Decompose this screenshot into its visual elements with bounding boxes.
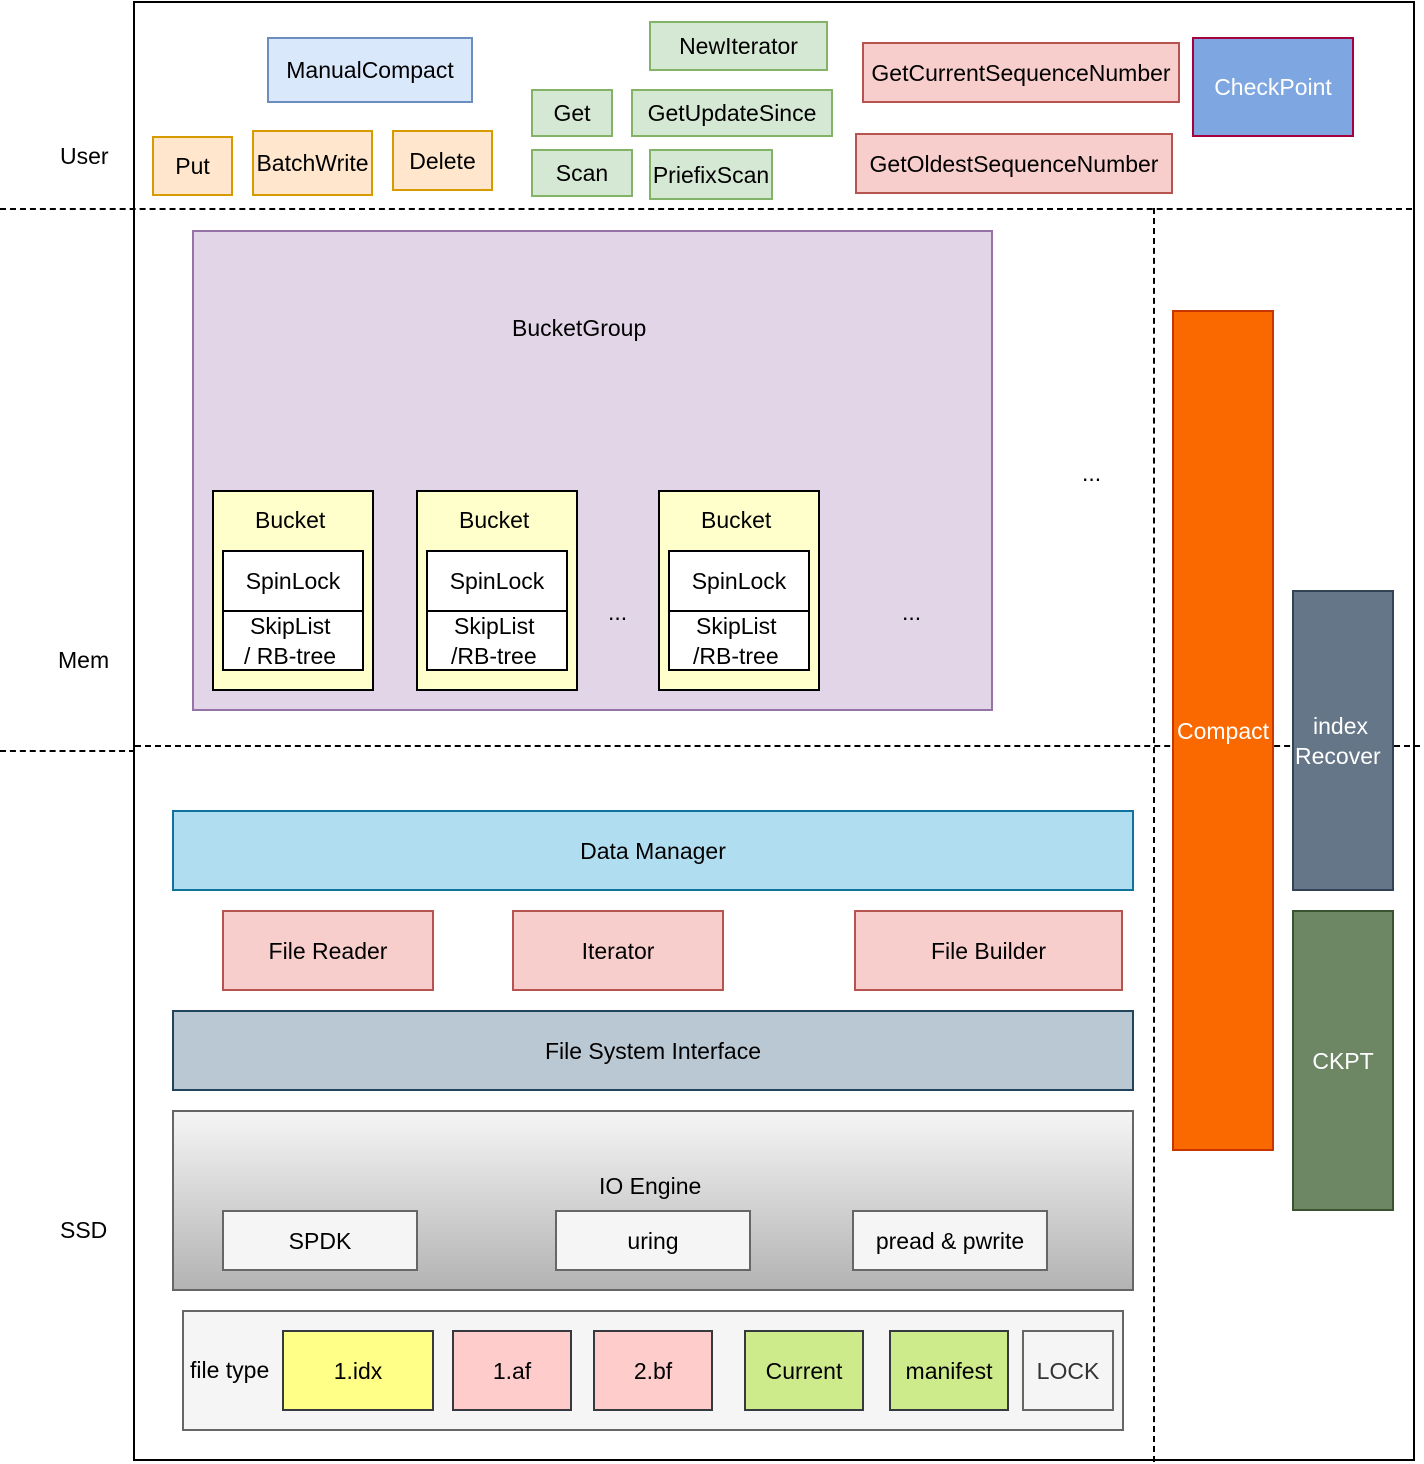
bucket-spinlock: SpinLock [222,550,364,612]
get-update-since-op: GetUpdateSince [631,89,833,137]
mem-ssd-separator-left [0,750,135,752]
get-op: Get [531,89,613,137]
side-column-separator [1153,208,1155,1462]
uring-engine: uring [555,1210,751,1271]
manual-compact-op: ManualCompact [267,37,473,103]
bucket-label: Bucket [459,507,530,533]
bucket-label: Bucket [701,507,772,533]
pread-pwrite-engine: pread & pwrite [852,1210,1048,1271]
ellipsis: ... [1082,460,1102,486]
file-type-af: 1.af [452,1330,572,1411]
bucket-index-line1: SkipList [250,613,331,639]
file-reader: File Reader [222,910,434,991]
bucket-index [668,610,810,671]
spdk-engine: SPDK [222,1210,418,1271]
scan-op: Scan [531,149,633,197]
file-type-bf: 2.bf [593,1330,713,1411]
bucket-index [222,610,364,671]
diagram-frame [133,1,1415,1461]
file-type-lock: LOCK [1022,1330,1114,1411]
iterator: Iterator [512,910,724,991]
file-builder: File Builder [854,910,1123,991]
get-current-sequence-number-op: GetCurrentSequenceNumber [862,42,1180,103]
compact-module: Compact [1172,310,1274,1151]
layer-label-user: User [60,143,109,169]
bucket-index-line2: /RB-tree [693,643,779,669]
io-engine-label: IO Engine [599,1173,702,1199]
ellipsis: ... [608,599,628,625]
put-op: Put [152,136,233,196]
mem-ssd-separator [135,745,1420,747]
bucket-spinlock: SpinLock [668,550,810,612]
bucket-index-line1: SkipList [454,613,535,639]
layer-label-mem: Mem [58,647,110,673]
bucket-label: Bucket [255,507,326,533]
ellipsis: ... [902,599,922,625]
bucket-index-line2: /RB-tree [451,643,537,669]
new-iterator-op: NewIterator [649,21,828,71]
index-recover-line1: index [1313,713,1368,739]
bucket-index-line2: / RB-tree [244,643,337,669]
ckpt-module: CKPT [1292,910,1394,1211]
checkpoint-op: CheckPoint [1192,37,1354,137]
file-type-manifest: manifest [889,1330,1009,1411]
layer-label-ssd: SSD [60,1217,108,1243]
batch-write-op: BatchWrite [252,130,373,196]
file-type-idx: 1.idx [282,1330,434,1411]
index-recover-line2: Recover [1295,743,1381,769]
delete-op: Delete [392,130,493,191]
bucket-group-label: BucketGroup [512,315,647,341]
prefix-scan-op: PriefixScan [649,149,773,200]
index-recover-module [1292,590,1394,891]
file-type-label: file type [190,1357,270,1383]
user-mem-separator [0,208,1412,210]
data-manager: Data Manager [172,810,1134,891]
bucket-index [426,610,568,671]
file-system-interface: File System Interface [172,1010,1134,1091]
get-oldest-sequence-number-op: GetOldestSequenceNumber [855,133,1173,194]
bucket-index-line1: SkipList [696,613,777,639]
file-type-current: Current [744,1330,864,1411]
bucket-spinlock: SpinLock [426,550,568,612]
